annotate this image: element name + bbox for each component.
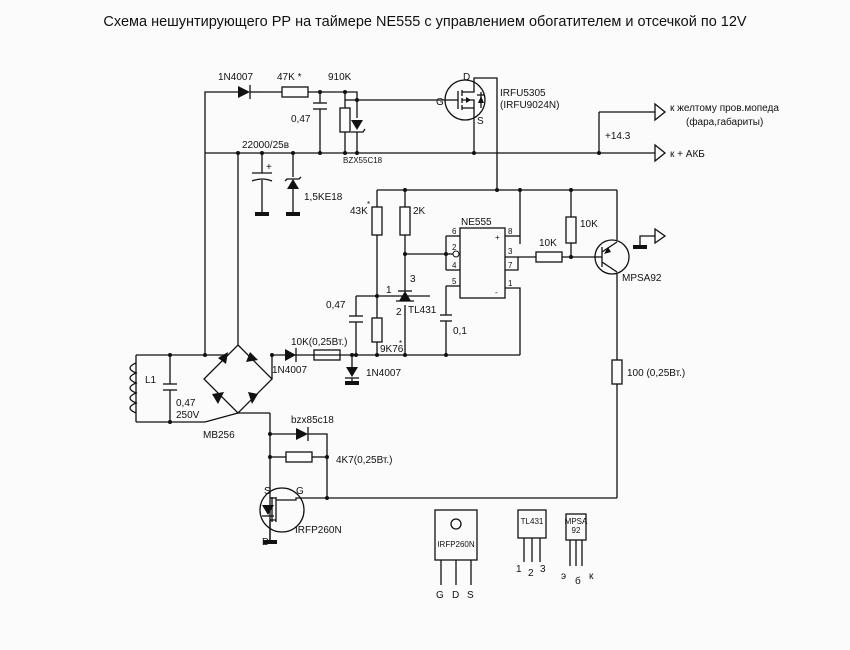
label-pkg-tl-1: 1	[516, 564, 522, 575]
label-pin2: 2	[452, 243, 457, 252]
label-bzx55c18: BZX55C18	[343, 156, 383, 165]
top-components	[238, 79, 486, 133]
label-tl-pin2: 2	[396, 307, 402, 318]
label-43k-star: *	[367, 200, 370, 209]
label-pkg-mpsa: MPSA	[565, 517, 588, 526]
label-pkg-92: 92	[572, 526, 581, 535]
label-47k: 47K *	[277, 72, 302, 83]
label-1n4007-mid: 1N4007	[272, 365, 307, 376]
label-out-yellow: к желтому пров.мопеда	[670, 103, 779, 114]
label-out-akb: к + АКБ	[670, 149, 705, 160]
label-100-025: 100 (0,25Вт.)	[627, 368, 685, 379]
label-mos-top-g: G	[436, 97, 444, 108]
label-pin8: 8	[508, 227, 513, 236]
label-pkg-tl-2: 2	[528, 568, 534, 579]
label-pkg-e: э	[561, 571, 566, 582]
label-250v: 250V	[176, 410, 200, 421]
label-c047-low: 0,47	[176, 398, 196, 409]
bottom-mosfet	[259, 427, 328, 544]
labels: 1N4007 47K * 910K 0,47 BZX55C18 D G S IR…	[145, 72, 779, 601]
label-mpsa92: MPSA92	[622, 273, 662, 284]
label-pkg-k: к	[589, 571, 594, 582]
package-drawings	[434, 509, 587, 585]
label-910k: 910K	[328, 72, 352, 83]
label-ne555-plus: +	[495, 233, 500, 242]
label-1n4007-low: 1N4007	[366, 368, 401, 379]
label-mos-bot-s: S	[264, 486, 271, 497]
label-pin5: 5	[452, 277, 457, 286]
label-1-5ke18: 1,5KE18	[304, 192, 343, 203]
label-c047-mid: 0,47	[326, 300, 346, 311]
label-mos-top-d: D	[463, 72, 470, 83]
label-irfu5305: IRFU5305	[500, 88, 546, 99]
label-pin7: 7	[508, 261, 513, 270]
label-out-yellow-2: (фара,габариты)	[686, 116, 763, 128]
label-c01: 0,1	[453, 326, 467, 337]
label-ne555: NE555	[461, 217, 492, 228]
label-4k7: 4K7(0,25Вт.)	[336, 455, 393, 466]
label-tl431: TL431	[408, 305, 437, 316]
label-c22000-plus: +	[266, 162, 272, 173]
label-2k: 2K	[413, 206, 426, 217]
label-pkg-s: S	[467, 590, 474, 601]
label-10k-025: 10K(0,25Вт.)	[291, 337, 348, 348]
label-pin1: 1	[508, 279, 513, 288]
ne555-components	[285, 206, 667, 385]
label-pkg-g: G	[436, 590, 444, 601]
label-pkg-tl431: TL431	[521, 517, 544, 526]
top-wiring	[204, 77, 667, 355]
label-9k76: 9K76	[380, 344, 404, 355]
label-pin3: 3	[508, 247, 513, 256]
ne555-wiring	[270, 189, 618, 499]
label-pin6: 6	[452, 227, 457, 236]
label-c22000: 22000/25в	[242, 140, 289, 151]
label-43k: 43K	[350, 206, 368, 217]
mpsa92-transistor	[594, 239, 630, 275]
label-bzx85c18: bzx85c18	[291, 415, 334, 426]
label-mb256: MB256	[203, 430, 235, 441]
label-mos-bot-g: G	[296, 486, 304, 497]
label-v143: +14.3	[605, 131, 631, 142]
label-irfp260n: IRFP260N	[295, 525, 342, 536]
label-pkg-d: D	[452, 590, 459, 601]
label-pkg-irfp260n: IRFP260N	[437, 540, 475, 549]
label-10k-pullup: 10K	[580, 219, 598, 230]
ne555-chip	[459, 227, 506, 299]
label-pkg-b: б	[575, 575, 581, 587]
label-9k76-star: *	[399, 339, 402, 348]
diagram-title: Схема нешунтирующего РР на таймере NE555…	[103, 14, 747, 30]
label-mos-top-s: S	[477, 116, 484, 127]
label-tl-pin3: 3	[410, 274, 416, 285]
label-pin4: 4	[452, 261, 457, 270]
label-ne555-minus: -	[495, 288, 498, 297]
label-mos-bot-d: D	[262, 537, 269, 548]
c22000-tvs	[251, 153, 302, 216]
label-c047-top: 0,47	[291, 114, 311, 125]
label-pkg-tl-3: 3	[540, 564, 546, 575]
bridge-and-coil	[129, 153, 273, 540]
label-1n4007-top: 1N4007	[218, 72, 253, 83]
junction-dots	[168, 90, 601, 500]
label-irfu9024n: (IRFU9024N)	[500, 100, 559, 111]
label-10k-base: 10K	[539, 238, 557, 249]
label-l1: L1	[145, 375, 157, 386]
label-tl-pin1: 1	[386, 285, 392, 296]
